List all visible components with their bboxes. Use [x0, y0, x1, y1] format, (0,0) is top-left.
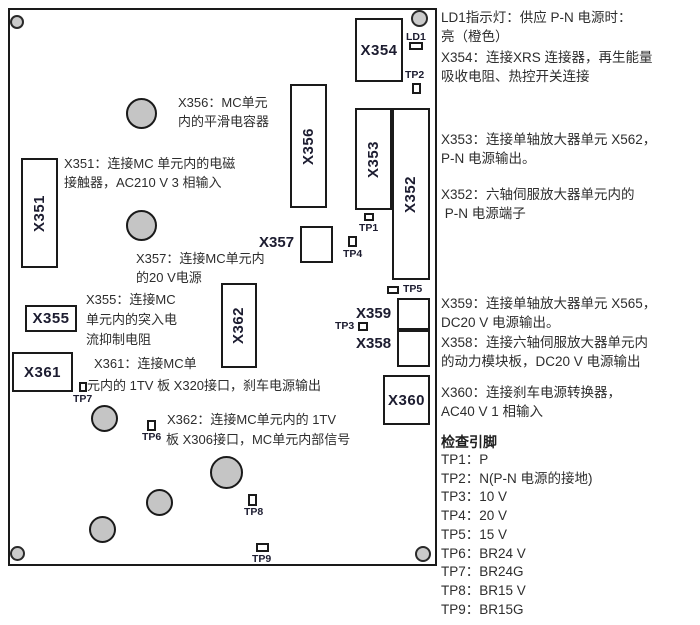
annotation-x357: X357：连接MC单元内 的20 V电源	[136, 251, 265, 285]
tp7-pad	[79, 382, 87, 392]
check-pins-list: TP1：P TP2：N(P-N 电源的接地) TP3：10 V TP4：20 V…	[441, 451, 593, 619]
check-pin-line: TP5：15 V	[441, 526, 508, 542]
legend-x354: X354：连接XRS 连接器，再生能量 吸收电阻、热控开关连接	[441, 50, 653, 84]
connector-x356: X356	[290, 84, 327, 208]
connector-x355: X355	[25, 305, 77, 332]
tp3-pad	[358, 322, 368, 331]
connector-x359	[397, 298, 430, 330]
connector-x361-label: X361	[23, 363, 62, 381]
legend-x358: X358：连接六轴伺服放大器单元内 的动力模块板，DC20 V 电源输出	[441, 335, 649, 369]
connector-x354-label: X354	[360, 41, 398, 59]
legend-x360: X360：连接刹车电源转换器， AC40 V 1 相输入	[441, 385, 622, 419]
connector-x358-label: X358	[356, 335, 392, 352]
tp6-label: TP6	[142, 431, 162, 443]
legend-x359: X359：连接单轴放大器单元 X565， DC20 V 电源输出。	[441, 296, 657, 330]
component-circle	[89, 516, 116, 543]
connector-x360: X360	[383, 375, 430, 425]
connector-x358	[397, 330, 430, 367]
check-pin-line: TP7：BR24G	[441, 564, 524, 580]
tp8-pad	[248, 494, 257, 506]
tp4-pad	[348, 236, 357, 247]
tp9-label: TP9	[252, 553, 272, 565]
check-pin-line: TP2：N(P-N 电源的接地)	[441, 470, 593, 486]
connector-x359-label: X359	[356, 305, 392, 322]
mounting-hole-bottom-left	[10, 546, 25, 561]
component-circle	[126, 98, 157, 129]
tp9-pad	[256, 543, 269, 552]
led-ld1-indicator	[409, 42, 423, 50]
tp6-pad	[147, 420, 156, 431]
tp2-pad	[412, 83, 421, 94]
tp8-label: TP8	[244, 506, 264, 518]
annotation-x356: X356：MC单元 内的平滑电容器	[178, 95, 270, 129]
mounting-hole-bottom-right	[415, 546, 431, 562]
tp5-label: TP5	[403, 283, 423, 295]
connector-x360-label: X360	[387, 391, 426, 409]
connector-x356-label: X356	[300, 127, 318, 165]
component-circle	[146, 489, 173, 516]
connector-x357	[300, 226, 333, 263]
legend-ld1: LD1指示灯：供应 P-N 电源时： 亮（橙色）	[441, 10, 632, 44]
led-ld1-label: LD1	[406, 31, 426, 43]
annotation-x361-line2: 元内的 1TV 板 X320接口，刹车电源输出	[87, 378, 322, 393]
annotation-x355: X355：连接MC 单元内的突入电 流抑制电阻	[86, 292, 178, 347]
check-pin-line: TP1：P	[441, 452, 489, 467]
connector-x351: X351	[21, 158, 58, 268]
check-pin-line: TP9：BR15G	[441, 601, 524, 617]
connector-x354: X354	[355, 18, 403, 82]
check-pin-line: TP4：20 V	[441, 508, 508, 524]
connector-x355-label: X355	[32, 310, 70, 327]
check-pin-line: TP3：10 V	[441, 489, 508, 505]
legend-x352: X352：六轴伺服放大器单元内的 P-N 电源端子	[441, 187, 635, 221]
check-pin-line: TP8：BR15 V	[441, 582, 526, 598]
annotation-x361-line1: X361：连接MC单	[94, 356, 197, 371]
connector-x362-label: X362	[230, 306, 248, 345]
connector-x352-label: X352	[402, 175, 420, 213]
tp3-label: TP3	[335, 320, 355, 332]
component-circle	[210, 456, 243, 489]
check-pin-line: TP6：BR24 V	[441, 545, 526, 561]
component-circle	[91, 405, 118, 432]
tp7-label: TP7	[73, 393, 93, 405]
mounting-hole-top-right	[411, 10, 428, 27]
mounting-hole-top-left	[10, 15, 24, 29]
connector-x351-label: X351	[31, 194, 49, 232]
tp5-pad	[387, 286, 399, 294]
tp1-pad	[364, 213, 374, 221]
annotation-x362-line1: X362：连接MC单元内的 1TV	[167, 412, 337, 427]
tp2-label: TP2	[405, 69, 425, 81]
component-circle	[126, 210, 157, 241]
connector-x352: X352	[392, 108, 430, 280]
connector-x353: X353	[355, 108, 392, 210]
connector-x353-label: X353	[365, 140, 383, 178]
annotation-x351: X351：连接MC 单元内的电磁 接触器，AC210 V 3 相输入	[64, 156, 236, 190]
tp1-label: TP1	[359, 222, 379, 234]
tp4-label: TP4	[343, 248, 363, 260]
legend-x353: X353：连接单轴放大器单元 X562， P-N 电源输出。	[441, 132, 657, 166]
annotation-x362-line2: 板 X306接口，MC单元内部信号	[166, 432, 351, 447]
check-pins-header: 检查引脚	[441, 434, 497, 450]
connector-x361: X361	[12, 352, 73, 392]
connector-x362: X362	[221, 283, 257, 368]
connector-x357-label: X357	[259, 234, 295, 251]
